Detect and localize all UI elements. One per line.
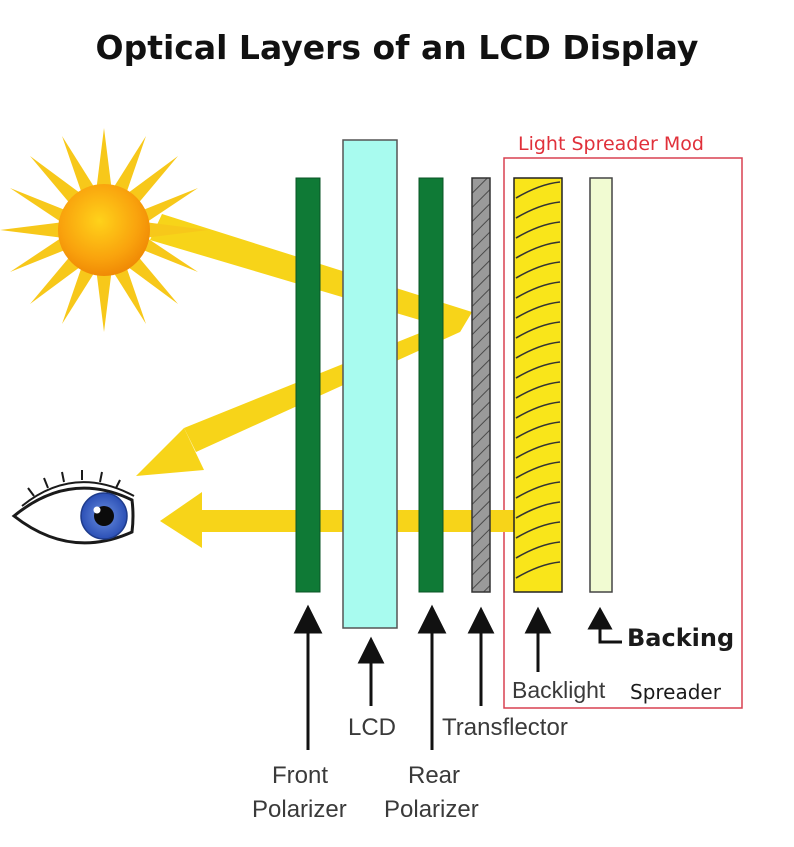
lcd-pointer [357,636,385,706]
front-polarizer-layer [295,177,321,593]
rear-polarizer-label-line1: Rear [408,762,461,789]
transflector-pointer [467,606,495,706]
transflector-label: Transflector [442,714,568,741]
front-polarizer-label-line2: Polarizer [252,796,347,823]
backing-pointer [587,606,622,644]
rear-polarizer-pointer [417,604,447,750]
front-polarizer-label-line1: Front [272,762,329,789]
backlight-label: Backlight [512,677,606,703]
lcd-label: LCD [348,714,397,741]
transflector-layer [471,177,491,593]
eye-icon [11,470,135,545]
light-spreader-mod-label: Light Spreader Mod [518,133,704,155]
backing-label: Backing [627,624,735,652]
rear-polarizer-label-line2: Polarizer [384,796,479,823]
diagram-title: Optical Layers of an LCD Display [95,28,699,67]
reflected-light-beam [136,312,472,476]
light-spreader-mod-box [503,157,743,709]
backing-layer [589,177,613,593]
sun-icon [0,128,208,332]
lcd-layer [342,139,398,629]
rear-polarizer-layer [418,177,444,593]
front-polarizer-pointer [293,604,323,750]
backlight-spreader-layer [513,177,563,593]
backlight-pointer [524,606,552,672]
spreader-label: Spreader [630,680,721,704]
